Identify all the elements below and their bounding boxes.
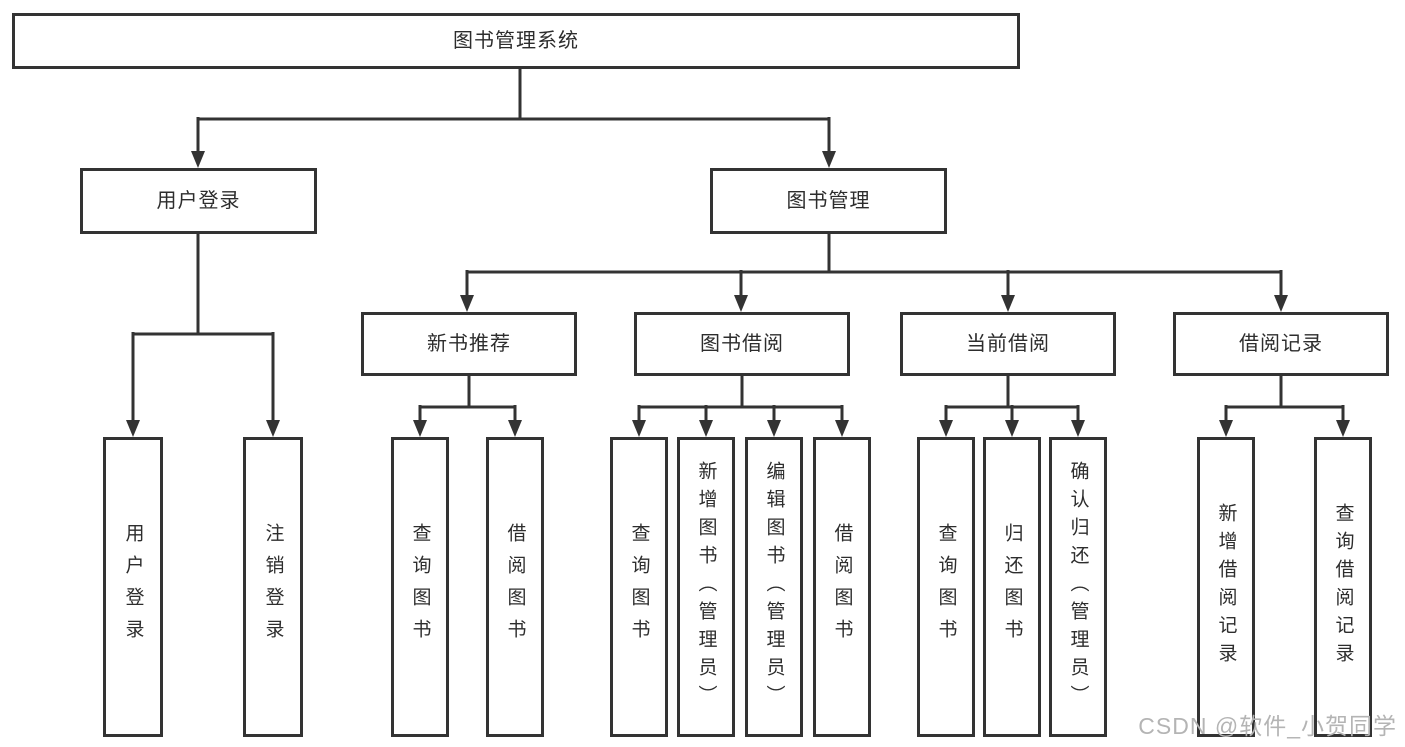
leaf-edit-books-admin: 编辑图书（管理员）	[745, 437, 803, 737]
connector-arrowheads	[126, 151, 1350, 437]
node-book-borrowing: 图书借阅	[634, 312, 850, 376]
connector-segments	[131, 69, 1345, 421]
leaf-query-borrow-record: 查询借阅记录	[1314, 437, 1372, 737]
node-current-borrowing: 当前借阅	[900, 312, 1116, 376]
node-new-book-recommendation: 新书推荐	[361, 312, 577, 376]
leaf-query-books-current: 查询图书	[917, 437, 975, 737]
leaf-query-books-borrowing: 查询图书	[610, 437, 668, 737]
leaf-query-books-recommendation: 查询图书	[391, 437, 449, 737]
leaf-add-books-admin: 新增图书（管理员）	[677, 437, 735, 737]
leaf-user-login: 用户登录	[103, 437, 163, 737]
leaf-logout: 注销登录	[243, 437, 303, 737]
node-borrow-records: 借阅记录	[1173, 312, 1389, 376]
node-user-login-branch: 用户登录	[80, 168, 317, 234]
leaf-return-books: 归还图书	[983, 437, 1041, 737]
node-book-management-branch: 图书管理	[710, 168, 947, 234]
node-library-management-system: 图书管理系统	[12, 13, 1020, 69]
leaf-borrow-books: 借阅图书	[813, 437, 871, 737]
leaf-borrow-books-recommendation: 借阅图书	[486, 437, 544, 737]
watermark: CSDN @软件_小贺同学	[1138, 713, 1397, 739]
leaf-add-borrow-record: 新增借阅记录	[1197, 437, 1255, 737]
leaf-confirm-return-admin: 确认归还（管理员）	[1049, 437, 1107, 737]
